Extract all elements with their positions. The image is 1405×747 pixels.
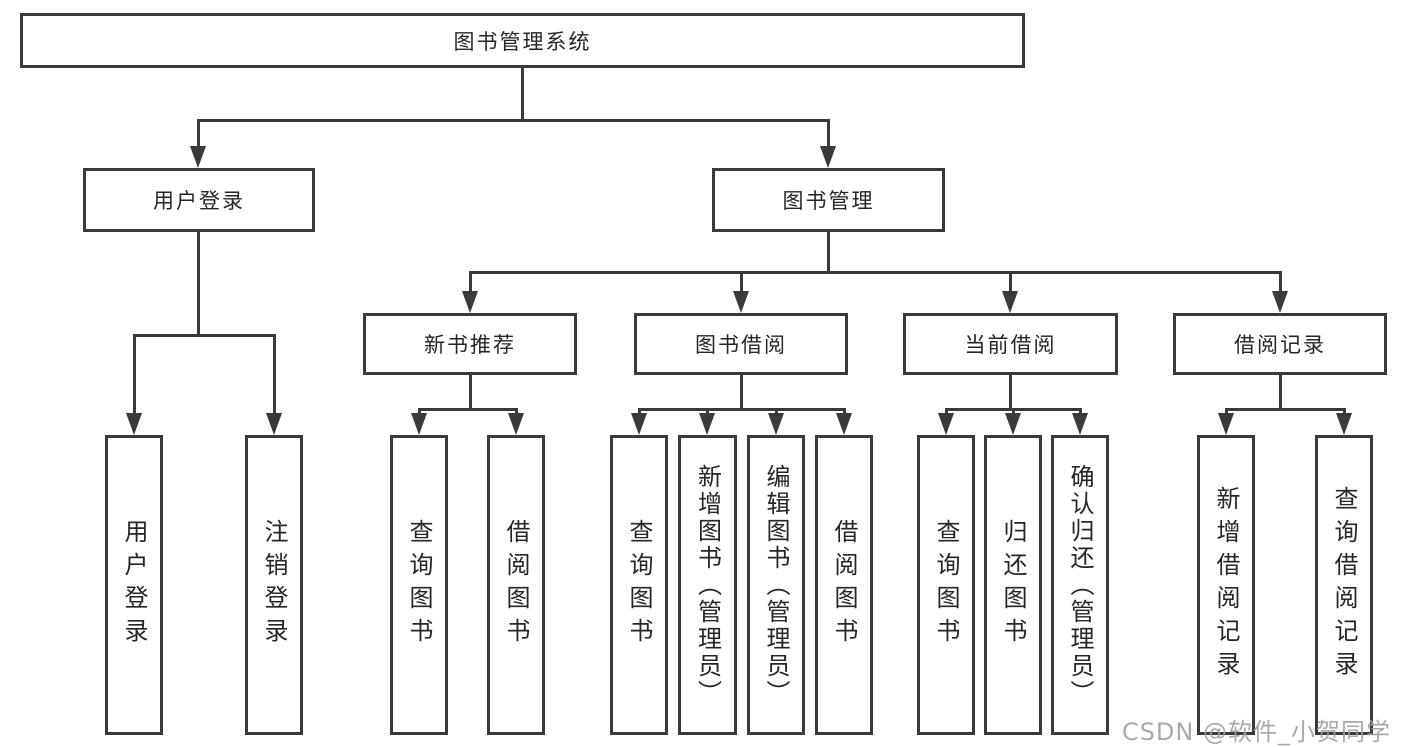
connector-line xyxy=(133,334,276,337)
connector-line xyxy=(1225,408,1228,416)
leaf-borrow-books-1-label: 借阅图书 xyxy=(502,519,530,651)
leaf-query-borrow-record: 查询借阅记录 xyxy=(1315,435,1373,735)
leaf-add-borrow-record: 新增借阅记录 xyxy=(1197,435,1255,735)
node-current-borrowing: 当前借阅 xyxy=(903,313,1118,375)
leaf-query-books-3-label: 查询图书 xyxy=(932,519,960,651)
connector-line xyxy=(1009,375,1012,410)
leaf-logout: 注销登录 xyxy=(245,435,303,735)
arrow-down-icon xyxy=(1005,413,1021,435)
connector-line xyxy=(1079,408,1082,416)
arrow-down-icon xyxy=(126,413,142,435)
leaf-user-login-label: 用户登录 xyxy=(120,519,148,651)
leaf-query-books-1-label: 查询图书 xyxy=(405,519,433,651)
connector-line xyxy=(469,271,1282,274)
root-node-library-system: 图书管理系统 xyxy=(20,13,1025,68)
connector-line xyxy=(706,408,709,416)
arrow-down-icon xyxy=(733,291,749,313)
leaf-user-login: 用户登录 xyxy=(105,435,163,735)
connector-line xyxy=(638,408,641,416)
leaf-return-books-label: 归还图书 xyxy=(999,519,1027,651)
leaf-borrow-books-2: 借阅图书 xyxy=(815,435,873,735)
leaf-logout-label: 注销登录 xyxy=(260,519,288,651)
connector-line xyxy=(775,408,778,416)
connector-line xyxy=(945,408,948,416)
connector-line xyxy=(638,408,846,411)
connector-line xyxy=(469,375,472,410)
leaf-query-books-1: 查询图书 xyxy=(390,435,448,735)
node-new-book-recommend: 新书推荐 xyxy=(363,313,577,375)
connector-line xyxy=(1009,271,1012,294)
arrow-down-icon xyxy=(1218,413,1234,435)
connector-line xyxy=(1343,408,1346,416)
leaf-query-books-2: 查询图书 xyxy=(610,435,668,735)
node-new-book-recommend-label: 新书推荐 xyxy=(424,333,516,357)
arrow-down-icon xyxy=(1002,291,1018,313)
arrow-down-icon xyxy=(1072,413,1088,435)
connector-line xyxy=(827,232,830,273)
arrow-down-icon xyxy=(462,291,478,313)
node-book-management: 图书管理 xyxy=(712,168,945,232)
connector-line xyxy=(418,408,518,411)
node-user-login: 用户登录 xyxy=(83,168,315,232)
leaf-add-borrow-record-label: 新增借阅记录 xyxy=(1212,486,1240,684)
connector-line xyxy=(469,271,472,294)
leaf-add-books-admin: 新增图书（管理员） xyxy=(678,435,737,735)
connector-line xyxy=(418,408,421,416)
connector-line xyxy=(198,119,830,122)
connector-line xyxy=(843,408,846,416)
leaf-query-borrow-record-label: 查询借阅记录 xyxy=(1330,486,1358,684)
leaf-query-books-2-label: 查询图书 xyxy=(625,519,653,651)
arrow-down-icon xyxy=(768,413,784,435)
connector-line xyxy=(197,119,200,149)
arrow-down-icon xyxy=(190,146,206,168)
arrow-down-icon xyxy=(938,413,954,435)
node-current-borrowing-label: 当前借阅 xyxy=(964,333,1057,357)
leaf-confirm-return-admin-label: 确认归还（管理员） xyxy=(1066,463,1094,707)
leaf-borrow-books-1: 借阅图书 xyxy=(487,435,545,735)
arrow-down-icon xyxy=(508,413,524,435)
connector-line xyxy=(740,375,743,410)
arrow-down-icon xyxy=(1272,291,1288,313)
node-book-management-label: 图书管理 xyxy=(782,189,875,213)
node-borrowing-records: 借阅记录 xyxy=(1173,313,1387,375)
connector-line xyxy=(521,68,524,121)
arrow-down-icon xyxy=(836,413,852,435)
arrow-down-icon xyxy=(631,413,647,435)
arrow-down-icon xyxy=(820,146,836,168)
connector-line xyxy=(1279,271,1282,294)
csdn-watermark: CSDN @软件_小贺同学 xyxy=(1121,718,1391,746)
connector-line xyxy=(740,271,743,294)
root-node-label: 图书管理系统 xyxy=(453,29,592,54)
node-book-borrowing-label: 图书借阅 xyxy=(695,333,787,357)
connector-line xyxy=(1225,408,1346,411)
connector-line xyxy=(1279,375,1282,410)
connector-line xyxy=(273,334,276,416)
connector-line xyxy=(827,119,830,149)
arrow-down-icon xyxy=(699,413,715,435)
leaf-query-books-3: 查询图书 xyxy=(917,435,975,735)
node-borrowing-records-label: 借阅记录 xyxy=(1234,333,1326,357)
node-book-borrowing: 图书借阅 xyxy=(634,313,848,375)
connector-line xyxy=(133,334,136,416)
leaf-borrow-books-2-label: 借阅图书 xyxy=(830,519,858,651)
connector-line xyxy=(1012,408,1015,416)
arrow-down-icon xyxy=(266,413,282,435)
leaf-edit-books-admin-label: 编辑图书（管理员） xyxy=(762,463,790,707)
arrow-down-icon xyxy=(1336,413,1352,435)
leaf-confirm-return-admin: 确认归还（管理员） xyxy=(1051,435,1109,735)
connector-line xyxy=(515,408,518,416)
connector-line xyxy=(197,232,200,336)
leaf-add-books-admin-label: 新增图书（管理员） xyxy=(693,463,722,707)
leaf-return-books: 归还图书 xyxy=(984,435,1042,735)
arrow-down-icon xyxy=(411,413,427,435)
node-user-login-label: 用户登录 xyxy=(153,189,245,213)
leaf-edit-books-admin: 编辑图书（管理员） xyxy=(747,435,805,735)
